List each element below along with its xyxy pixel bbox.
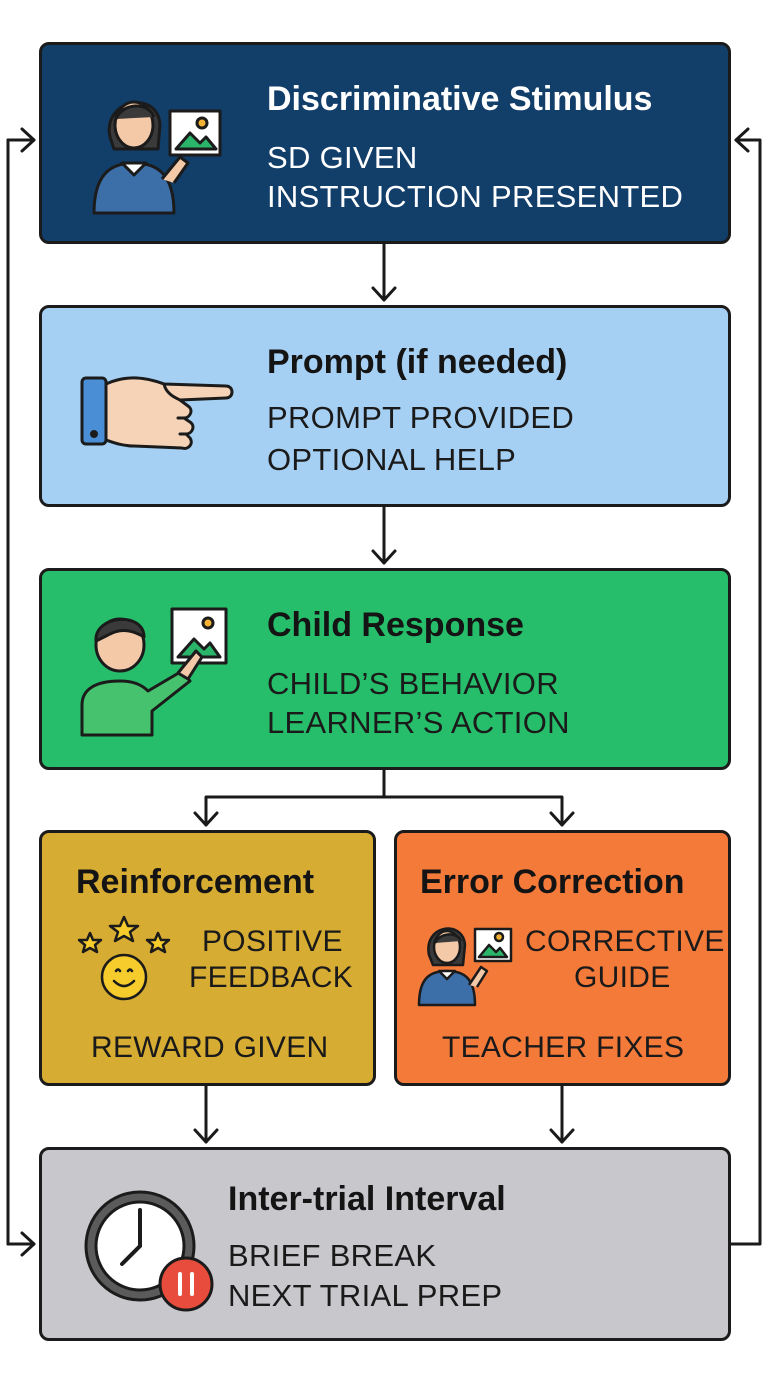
teacher-card-icon	[417, 927, 513, 1007]
step-inter-trial-interval: Inter-trial Interval BRIEF BREAK NEXT TR…	[39, 1147, 731, 1341]
step-title: Inter-trial Interval	[228, 1180, 506, 1218]
step-child-response: Child Response CHILD’S BEHAVIOR LEARNER’…	[39, 568, 731, 770]
step-footer: TEACHER FIXES	[442, 1031, 685, 1064]
step-title: Child Response	[267, 606, 524, 644]
child-pointing-card-icon	[80, 607, 228, 737]
step-line-2: LEARNER’S ACTION	[267, 705, 570, 740]
step-line-1: POSITIVE	[202, 925, 343, 958]
loop-right	[729, 138, 762, 1246]
step-line-1: PROMPT PROVIDED	[267, 400, 575, 435]
step-line-2: FEEDBACK	[189, 961, 354, 994]
teacher-showing-card-icon	[92, 100, 222, 215]
step-footer: REWARD GIVEN	[91, 1031, 329, 1064]
smiley-stars-icon	[77, 915, 171, 1001]
step-prompt: Prompt (if needed) PROMPT PROVIDED OPTIO…	[39, 305, 731, 507]
arrow-child-split	[204, 768, 564, 827]
step-discriminative-stimulus: Discriminative Stimulus SD GIVEN INSTRUC…	[39, 42, 731, 244]
step-line-2: INSTRUCTION PRESENTED	[267, 179, 684, 214]
step-line-1: SD GIVEN	[267, 140, 418, 175]
step-line-1: CORRECTIVE	[525, 925, 725, 958]
pointing-hand-icon	[80, 376, 234, 450]
step-line-2: NEXT TRIAL PREP	[228, 1278, 503, 1313]
step-line-2: GUIDE	[574, 961, 671, 994]
step-title: Prompt (if needed)	[267, 343, 568, 381]
step-line-2: OPTIONAL HELP	[267, 442, 517, 477]
step-error-correction: Error Correction CORRECTIVE GUIDE TEACHE…	[394, 830, 731, 1086]
step-title: Reinforcement	[76, 863, 315, 901]
step-title: Error Correction	[420, 863, 685, 901]
step-line-1: CHILD’S BEHAVIOR	[267, 666, 559, 701]
step-line-1: BRIEF BREAK	[228, 1238, 437, 1273]
step-reinforcement: Reinforcement POSITIVE FEEDBACK REWARD G…	[39, 830, 376, 1086]
step-title: Discriminative Stimulus	[267, 80, 653, 118]
clock-pause-icon	[84, 1190, 214, 1312]
